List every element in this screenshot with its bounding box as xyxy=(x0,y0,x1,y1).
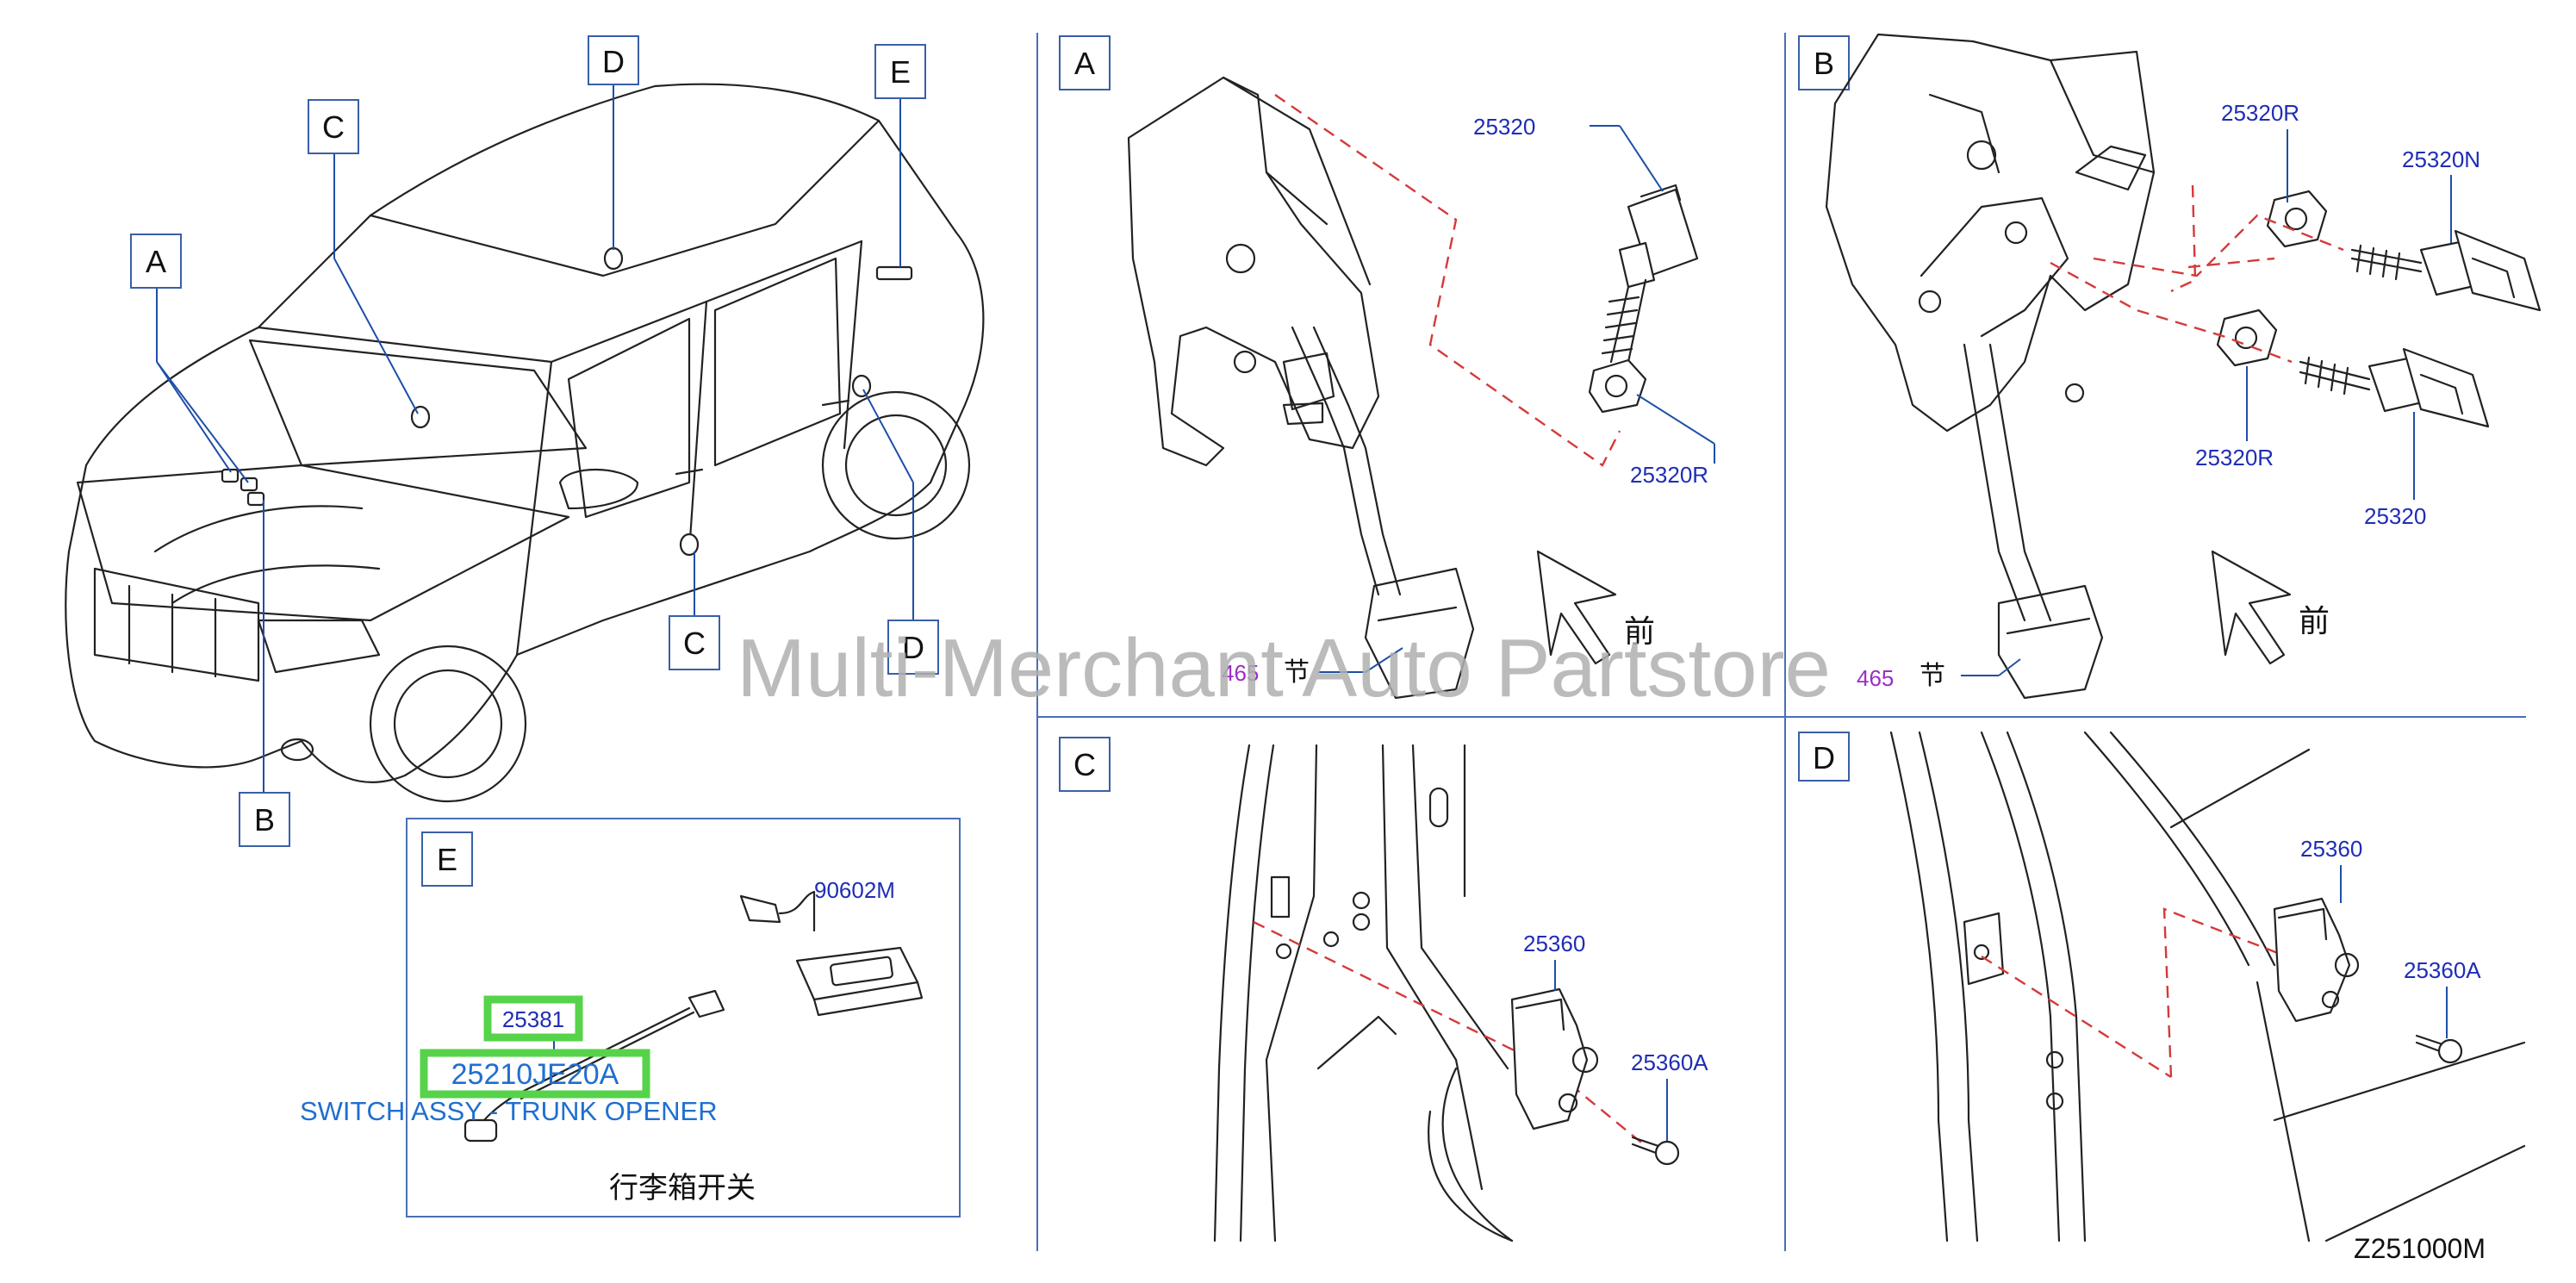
panel-c: C 25360 25360A xyxy=(1059,737,1708,1243)
sensor-25360-d xyxy=(2273,897,2351,1023)
callout-d2: D xyxy=(887,620,939,675)
callout-e: E xyxy=(874,44,926,99)
callout-d: D xyxy=(588,35,639,85)
panel-d-label: D xyxy=(1813,740,1835,775)
part-number-25320n[interactable]: 25320N xyxy=(2402,146,2480,172)
front-label-b: 前 xyxy=(2299,603,2330,638)
callout-e-label: E xyxy=(890,54,911,90)
screw-25360a-c xyxy=(1631,1136,1660,1155)
front-arrow-icon xyxy=(1536,550,1617,665)
callout-a: A xyxy=(130,234,182,289)
panel-c-label: C xyxy=(1073,747,1096,782)
switch-markers xyxy=(221,246,913,557)
quantity-a: 465 xyxy=(1222,660,1259,686)
panel-e-label: E xyxy=(437,842,457,877)
part-number-25360a-d[interactable]: 25360A xyxy=(2404,957,2481,983)
part-number-25381[interactable]: 25381 xyxy=(502,1006,564,1032)
overview-leaders xyxy=(156,84,914,793)
panel-d: D 25360 25360A xyxy=(1798,731,2526,1243)
callout-b: B xyxy=(239,792,290,847)
screw-25360a-d xyxy=(2415,1034,2444,1053)
part-number-25210je20a[interactable]: 25210JE20A xyxy=(451,1058,619,1091)
callout-c2: C xyxy=(669,615,720,670)
quantity-unit-b: 节 xyxy=(1920,662,1945,690)
callout-b-label: B xyxy=(254,802,275,838)
part-number-25320r-a[interactable]: 25320R xyxy=(1630,462,1708,488)
part-number-25320-b[interactable]: 25320 xyxy=(2364,503,2426,529)
callout-c: C xyxy=(308,99,359,154)
panel-a: A 25320 25320R 前 xyxy=(1059,35,1715,700)
panel-b: B 25320R xyxy=(1798,33,2542,700)
nut-25320r-bottom xyxy=(2216,308,2278,367)
quantity-b: 465 xyxy=(1857,665,1894,691)
part-number-25320r-b-bottom[interactable]: 25320R xyxy=(2195,445,2274,470)
panel-b-label: B xyxy=(1814,46,1834,81)
part-number-25320-a[interactable]: 25320 xyxy=(1473,114,1535,140)
part-number-25320r-b-top[interactable]: 25320R xyxy=(2221,100,2299,126)
callout-d-label: D xyxy=(602,44,625,79)
part-number-25360-c[interactable]: 25360 xyxy=(1523,931,1585,956)
nut-25320r-top xyxy=(2266,190,2328,248)
part-number-25360-d[interactable]: 25360 xyxy=(2300,836,2362,862)
callout-c-label: C xyxy=(322,109,345,145)
part-number-25360a-c[interactable]: 25360A xyxy=(1631,1049,1708,1075)
diagram-code: Z251000M xyxy=(2354,1233,2486,1264)
watermark: Multi-Merchant Auto Partstore xyxy=(737,622,1831,714)
quantity-unit-a: 节 xyxy=(1284,658,1310,687)
front-arrow-icon xyxy=(2211,550,2292,665)
callout-c2-label: C xyxy=(683,626,706,661)
vehicle-overview xyxy=(65,83,985,803)
stop-lamp-switch-a xyxy=(1588,184,1699,414)
callout-a-label: A xyxy=(146,244,166,279)
panel-a-label: A xyxy=(1074,46,1095,81)
panel-e: E 90602M 25381 25210JE20A SWITCH ASSY - … xyxy=(300,818,961,1218)
part-description: SWITCH ASSY - TRUNK OPENER xyxy=(300,1096,718,1126)
front-label-a: 前 xyxy=(1624,613,1655,649)
part-chinese-name: 行李箱开关 xyxy=(609,1172,756,1205)
part-number-90602m[interactable]: 90602M xyxy=(814,877,895,903)
panel-frame xyxy=(1036,33,2526,1251)
lamp-illustration xyxy=(739,890,924,1017)
callout-d2-label: D xyxy=(902,630,924,665)
